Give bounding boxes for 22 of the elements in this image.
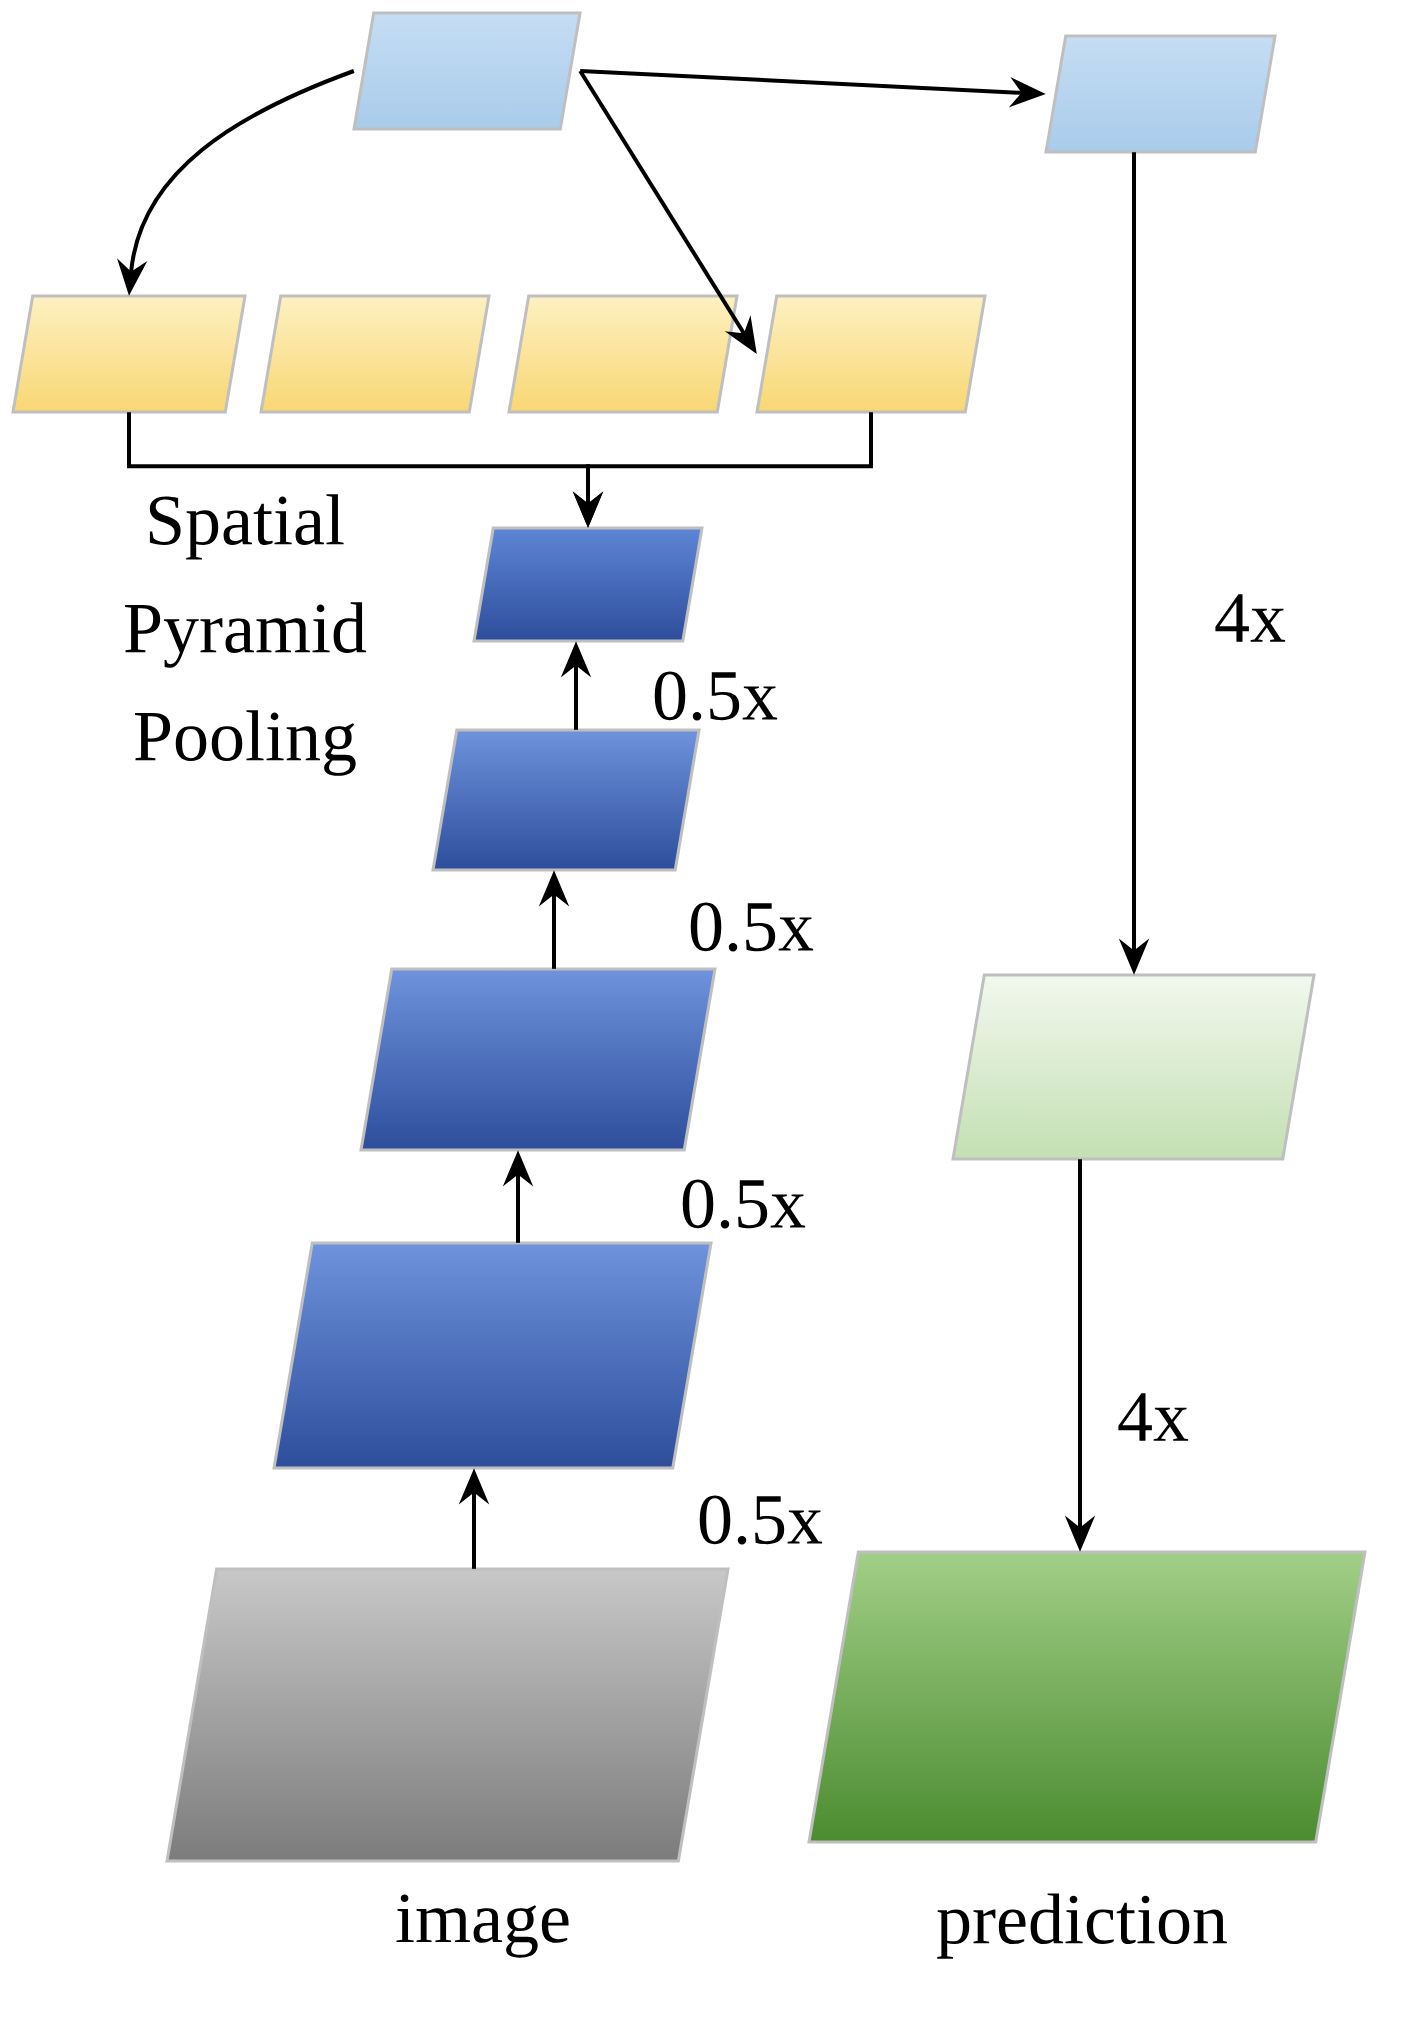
- edge-label: 0.5x: [686, 900, 816, 954]
- edge-label: 0.5x: [678, 1177, 808, 1231]
- parallelogram-block: [272, 1241, 713, 1470]
- module-label: Spatial Pyramid Pooling: [125, 494, 367, 776]
- parallelogram-block: [259, 294, 491, 414]
- block-caption: prediction: [937, 1893, 1227, 1959]
- parallelogram-block: [359, 967, 717, 1152]
- edge-label: 4x: [1212, 592, 1288, 644]
- parallelogram-block: [951, 973, 1316, 1161]
- parallelogram-block: [755, 294, 987, 414]
- block-caption: image: [396, 1894, 569, 1958]
- parallelogram-block: [807, 1550, 1367, 1844]
- parallelogram-block: [1044, 34, 1277, 154]
- parallelogram-block: [165, 1567, 730, 1863]
- parallelogram-block: [472, 526, 704, 643]
- parallelogram-block: [431, 728, 701, 872]
- edge-label: 0.5x: [695, 1493, 825, 1547]
- parallelogram-block: [507, 294, 739, 414]
- edge-label: 4x: [1115, 1391, 1191, 1443]
- parallelogram-block: [11, 294, 247, 414]
- parallelogram-block: [352, 11, 582, 131]
- edge-label: 0.5x: [650, 669, 780, 723]
